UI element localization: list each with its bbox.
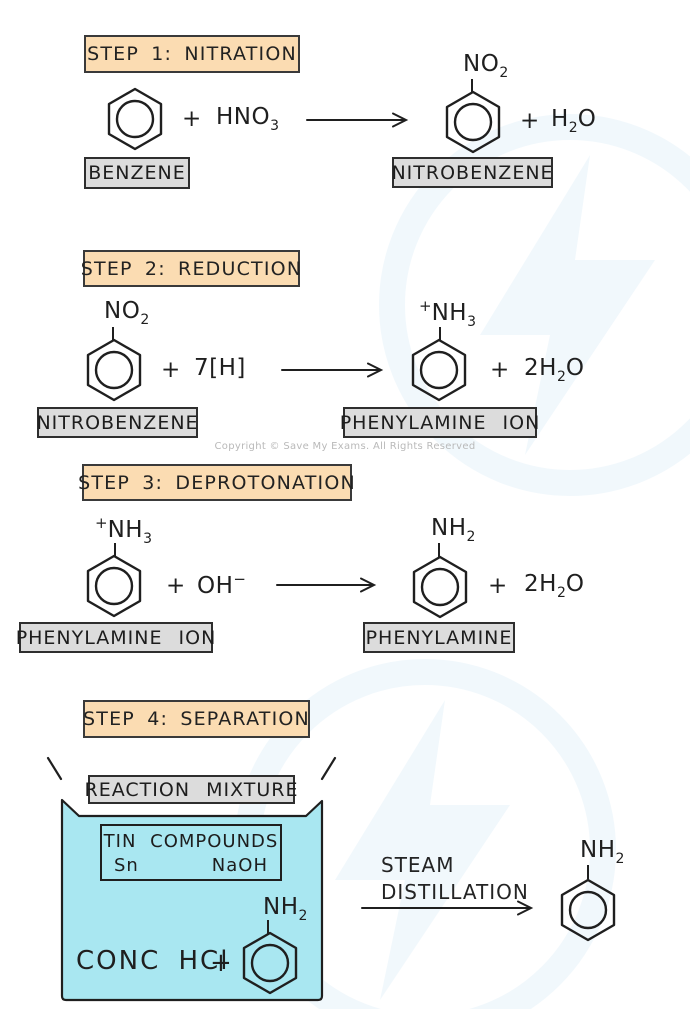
formula-no2: NO2 [104,298,150,328]
step1-title: STEP 1: NITRATION [87,43,297,65]
bond-line [439,327,441,341]
bond-line [587,865,589,879]
formula-h2o: H2O [551,106,597,136]
label-phenylamine-ion: PHENYLAMINE ION [340,407,539,438]
formula-2h2o: 2H2O [524,571,585,601]
step3-title: STEP 3: DEPROTONATION [78,471,356,494]
conc-hcl-text: CONC HCl [76,946,230,976]
plus-sign: + [182,106,202,132]
formula-nh3-plus: +NH3 [419,297,476,330]
plus-sign: + [210,948,232,978]
step3-title-box: STEP 3: DEPROTONATION [78,464,355,501]
label-nitrobenzene: NITROBENZENE [391,157,553,188]
label-nitrobenzene: NITROBENZENE [36,407,198,438]
label-reaction-mixture: REACTION MIXTURE [85,775,297,804]
formula-nh3-plus: +NH3 [95,514,152,547]
formula-7h: 7[H] [194,355,246,381]
formula-2h2o: 2H2O [524,355,585,385]
bond-line [114,543,116,557]
tin-sn: Sn [114,855,139,876]
distillation-text: DISTILLATION [381,880,529,904]
bond-line [267,920,269,935]
steam-text: STEAM [381,853,455,877]
benzene-ring [86,554,142,618]
reaction-arrow [281,362,384,378]
copyright-text: Copyright © Save My Exams. All Rights Re… [214,441,476,452]
step2-title: STEP 2: REDUCTION [80,257,303,280]
plus-sign: + [488,573,508,599]
plus-sign: + [520,108,540,134]
formula-nh2: NH2 [431,515,476,545]
step2-title-box: STEP 2: REDUCTION [80,250,303,287]
formula-nh2: NH2 [263,894,308,924]
bond-line [112,327,114,341]
benzene-ring [86,338,142,402]
benzene-ring [107,87,163,151]
formula-nh2: NH2 [580,837,625,867]
label-benzene: BENZENE [84,157,190,189]
benzene-ring [242,931,298,995]
benzene-ring [560,878,616,942]
label-phenylamine-ion: PHENYLAMINE ION [16,622,215,653]
benzene-ring [445,90,501,154]
benzene-ring [412,555,468,619]
tin-naoh: NaOH [211,855,268,876]
label-phenylamine: PHENYLAMINE [363,622,515,653]
formula-oh-minus: OH− [197,570,246,599]
plus-sign: + [490,357,510,383]
tin-compounds-box: TIN COMPOUNDS Sn NaOH [100,824,282,881]
step4-title: STEP 4: SEPARATION [83,708,310,730]
step1-title-box: STEP 1: NITRATION [84,35,300,73]
formula-no2: NO2 [463,51,509,81]
reaction-arrow [306,112,409,128]
reaction-arrow [361,900,534,916]
reaction-arrow [276,577,377,593]
benzene-ring [411,338,467,402]
tin-compounds-title: TIN COMPOUNDS [103,831,279,852]
formula-hno3: HNO3 [216,104,280,134]
bond-line [438,543,440,557]
plus-sign: + [161,357,181,383]
plus-sign: + [166,573,186,599]
step4-title-box: STEP 4: SEPARATION [83,700,310,738]
bond-line [471,79,473,93]
